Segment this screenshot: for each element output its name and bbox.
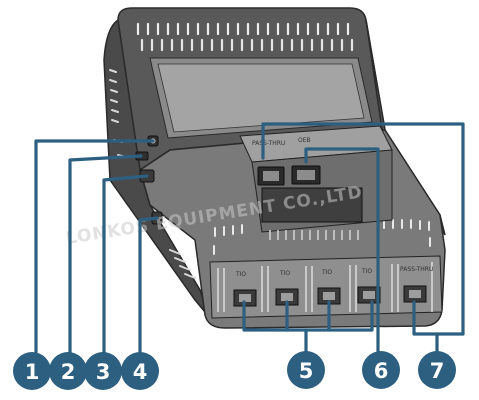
callout-circle-2 <box>49 352 87 390</box>
callout-circle-5 <box>287 351 325 389</box>
bottom-rj-port-4 <box>357 286 381 304</box>
callout-circle-1 <box>13 352 51 390</box>
callout-line-2 <box>68 154 143 362</box>
callout-line-6 <box>304 147 380 362</box>
top-vents-row-1 <box>136 22 350 36</box>
callout-line-7-bottom <box>412 300 465 336</box>
callout-number-7: 7 <box>430 359 445 383</box>
center-gray-plate <box>261 187 363 223</box>
oeb-top-label: OEB <box>298 137 311 144</box>
bottom-port-label-4: TIO <box>361 268 372 275</box>
callout-number-4: 4 <box>133 360 148 384</box>
callout-circle-4 <box>121 352 159 390</box>
callout-circle-3 <box>84 352 122 390</box>
callout-marker-2: 2 <box>49 352 87 390</box>
pass-thru-top-label: PASS-THRU <box>252 140 285 147</box>
bottom-rj-port-5 <box>403 285 427 303</box>
callout-marker-5: 5 <box>287 351 325 389</box>
callout-line-5 <box>242 300 374 332</box>
callout-marker-6: 6 <box>362 351 400 389</box>
callout-line-7-top <box>261 122 465 336</box>
callout-number-2: 2 <box>61 360 76 384</box>
callout-number-3: 3 <box>96 360 111 384</box>
callout-marker-7: 7 <box>418 351 456 389</box>
callout-line-4 <box>138 216 159 362</box>
callout-line-1 <box>34 139 155 362</box>
callout-circle-6 <box>362 351 400 389</box>
bottom-port-label-2: TIO <box>279 270 290 277</box>
callout-number-6: 6 <box>374 359 389 383</box>
bottom-port-dividers <box>217 262 433 312</box>
callout-number-1: 1 <box>25 360 40 384</box>
callout-marker-3: 3 <box>84 352 122 390</box>
front-vents <box>213 219 431 255</box>
device-body: PASS-THRU OEB <box>103 7 446 329</box>
center-grill <box>269 230 359 240</box>
bottom-port-label-3: TIO <box>321 269 332 276</box>
oeb-rj-slot <box>297 170 315 180</box>
callout-lines <box>34 122 465 362</box>
pass-thru-rj-slot <box>263 171 279 181</box>
callout-marker-4: 4 <box>121 352 159 390</box>
callout-number-5: 5 <box>299 359 314 383</box>
callout-marker-1: 1 <box>13 352 51 390</box>
bottom-port-label-1: TIO <box>235 271 246 278</box>
bottom-port-label-5: PASS-THRU <box>400 266 433 273</box>
bottom-rj-port-3 <box>317 287 341 305</box>
top-vents-row-2 <box>140 38 354 52</box>
callout-circle-7 <box>418 351 456 389</box>
callout-line-3 <box>102 174 149 362</box>
top-label-plate <box>157 63 365 133</box>
